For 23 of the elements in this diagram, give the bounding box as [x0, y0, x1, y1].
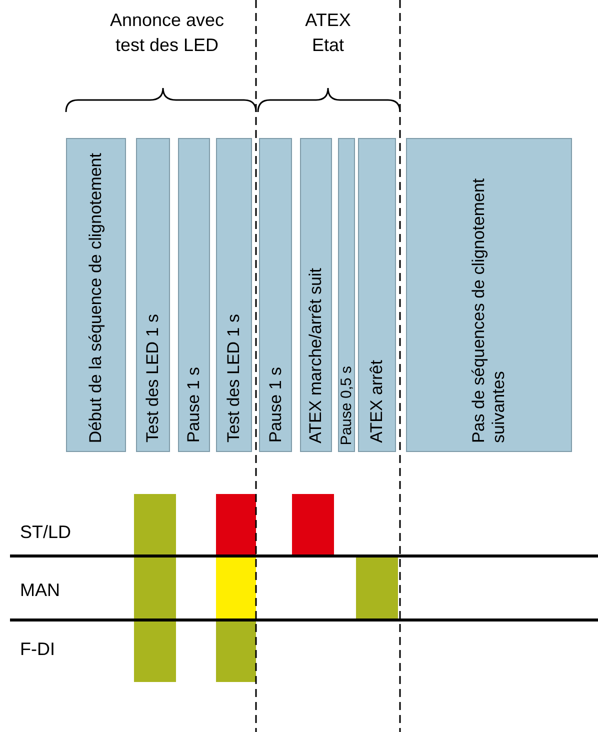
step-label: Test des LED 1 s — [224, 314, 244, 443]
step-box — [406, 138, 572, 452]
phase-heading: Annonce avec test des LED — [108, 9, 226, 57]
step-label: Début de la séquence de clignotement — [86, 152, 106, 443]
row-label: F-DI — [20, 638, 55, 661]
step-box — [358, 138, 396, 452]
step-label: ATEX arrêt — [367, 360, 387, 443]
phase-heading: ATEX Etat — [304, 9, 352, 57]
step-box — [259, 138, 292, 452]
step-box — [178, 138, 210, 452]
row-label: MAN — [20, 579, 60, 602]
step-box — [216, 138, 252, 452]
row-label: ST/LD — [20, 521, 72, 544]
step-box — [66, 138, 126, 452]
step-box — [136, 138, 170, 452]
step-label: Pause 1 s — [184, 367, 204, 443]
step-box — [338, 138, 355, 452]
step-label: Pas de séquences de clignotement suivantes — [469, 177, 509, 443]
step-label: Pause 1 s — [266, 367, 286, 443]
step-label: Test des LED 1 s — [143, 314, 163, 443]
step-label: ATEX marche/arrêt suit — [306, 268, 326, 443]
step-box — [300, 138, 332, 452]
step-label: Pause 0,5 s — [338, 366, 354, 445]
